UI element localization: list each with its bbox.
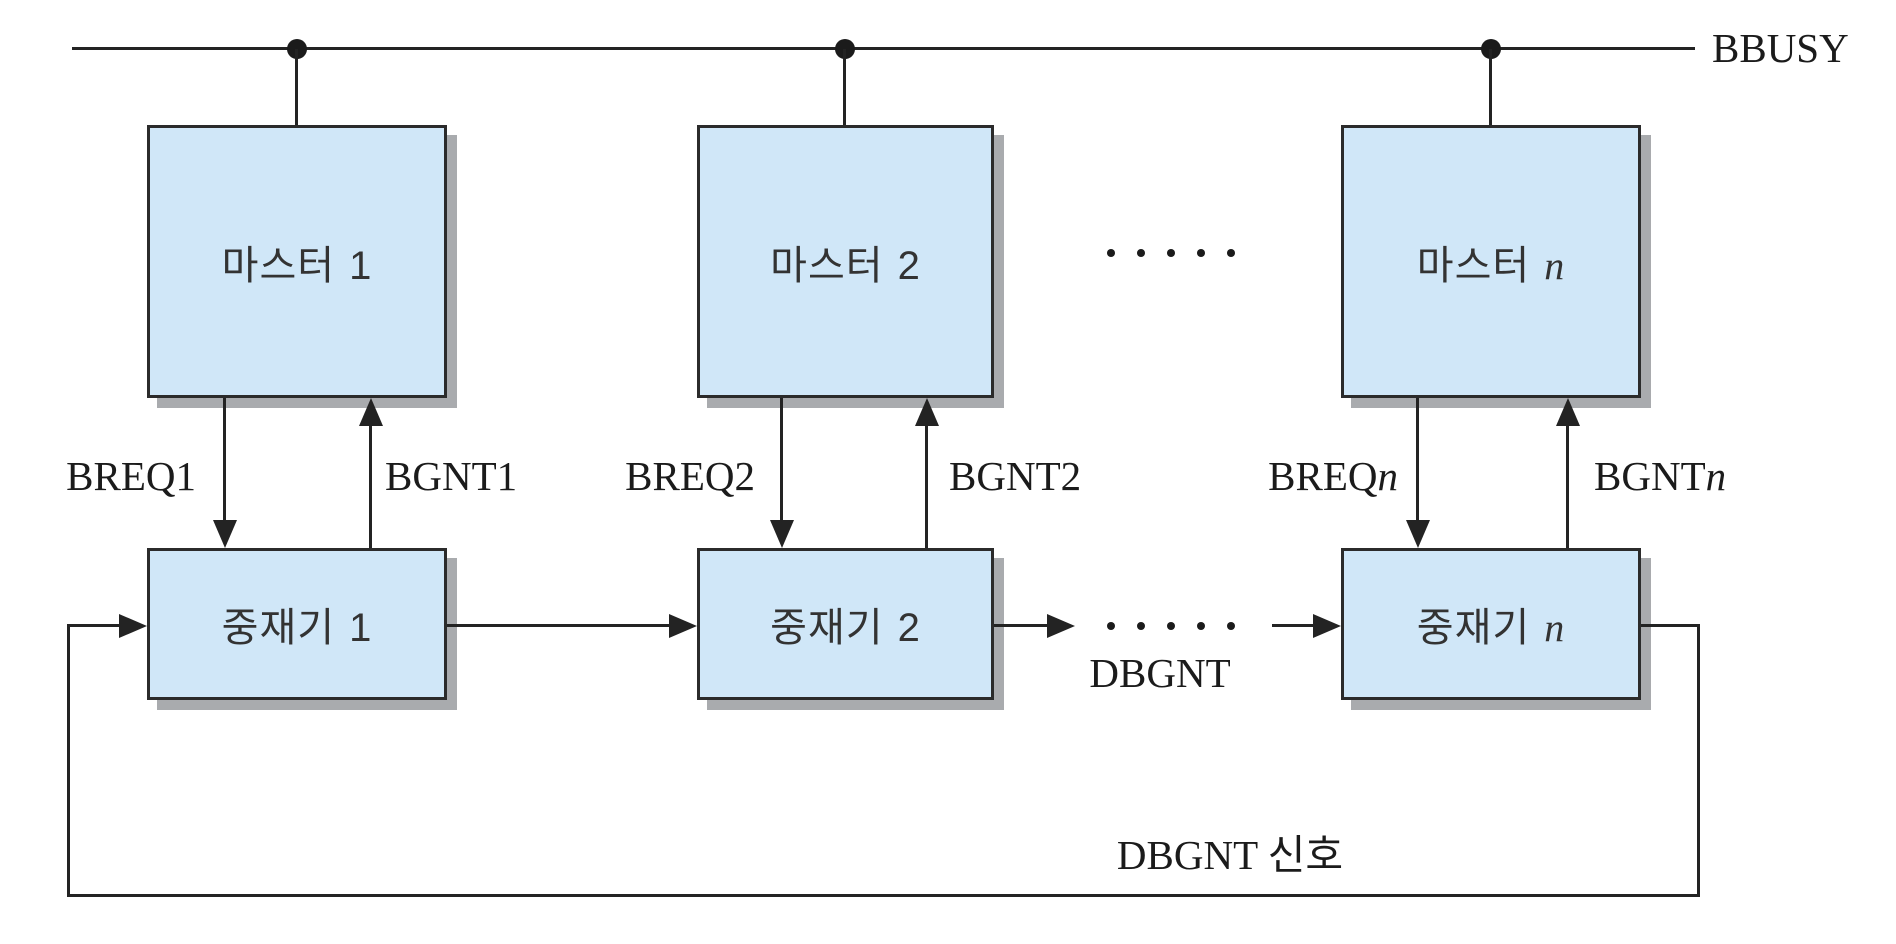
bgnt-n-arrowhead [1556,398,1580,426]
bgnt-n-line [1566,424,1569,548]
chain-line-2-ellipsis [994,624,1049,627]
ellipsis-masters [1107,249,1235,257]
bgnt-2-arrowhead [915,398,939,426]
ellipsis-dot [1107,249,1115,257]
breq-1-arrowhead [213,520,237,548]
bus-drop-line-n [1489,49,1492,125]
bbusy-bus-line [72,47,1695,50]
feedback-bottom-line [67,894,1700,897]
ellipsis-dot [1167,622,1175,630]
bgnt-1-label: BGNT1 [385,453,518,499]
breq-1-label: BREQ1 [66,453,196,499]
dbgnt-chain-label: DBGNT [1089,650,1231,696]
feedback-right-line [1697,624,1700,897]
ellipsis-dot [1137,622,1145,630]
bgnt-1-arrowhead [359,398,383,426]
breq-n-label: BREQn [1268,453,1398,499]
ellipsis-dot [1107,622,1115,630]
bus-drop-line-2 [843,49,846,125]
feedback-entry-line [69,624,121,627]
breq-2-arrowhead [770,520,794,548]
bgnt-n-label: BGNTn [1594,453,1727,499]
bgnt-2-label: BGNT2 [949,453,1082,499]
chain-line-1-2 [447,624,671,627]
bus-drop-line-1 [295,49,298,125]
ellipsis-dot [1137,249,1145,257]
chain-arrowhead-1-2 [669,614,697,638]
breq-n-arrowhead [1406,520,1430,548]
dbgnt-signal-label: DBGNT 신호 [1116,832,1344,878]
breq-1-line [223,398,226,522]
feedback-right-stub [1641,624,1700,627]
bgnt-1-line [369,424,372,548]
feedback-left-line [67,624,70,897]
chain-arrowhead-ellipsis-n [1313,614,1341,638]
bbusy-label: BBUSY [1712,25,1849,71]
bgnt-2-line [925,424,928,548]
ellipsis-dot [1197,249,1205,257]
ellipsis-dot [1227,622,1235,630]
ellipsis-dot [1227,249,1235,257]
chain-line-ellipsis-n [1272,624,1315,627]
ellipsis-arbiters [1107,622,1235,630]
breq-2-label: BREQ2 [625,453,755,499]
ellipsis-dot [1167,249,1175,257]
breq-2-line [780,398,783,522]
feedback-entry-arrowhead [119,614,147,638]
ellipsis-dot [1197,622,1205,630]
breq-n-line [1416,398,1419,522]
chain-arrowhead-2-ellipsis [1047,614,1075,638]
